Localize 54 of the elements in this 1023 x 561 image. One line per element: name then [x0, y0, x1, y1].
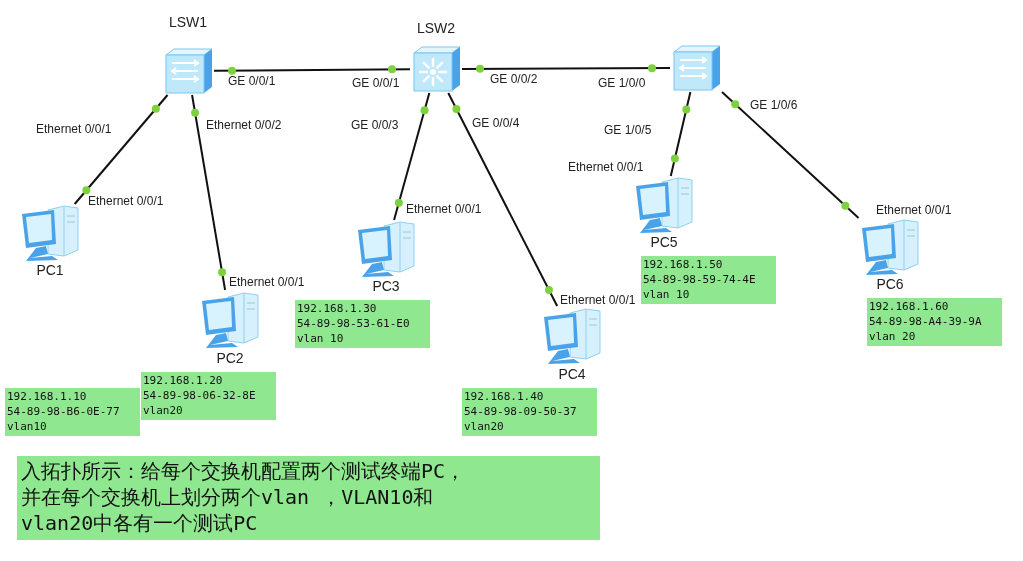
device-label: LSW2: [416, 20, 456, 36]
port-label: GE 0/0/3: [351, 118, 399, 132]
connection-line: [461, 67, 671, 70]
info-box: [5, 388, 140, 436]
port-label: Ethernet 0/0/1: [568, 160, 644, 174]
info-text: vlan 10: [297, 331, 345, 346]
port-label: GE 0/0/2: [490, 72, 538, 86]
info-text: 192.168.1.50: [643, 257, 724, 272]
info-text: 54-89-98-A4-39-9A: [869, 314, 983, 329]
port-label: GE 0/0/1: [228, 74, 276, 88]
connection-line: [73, 94, 169, 205]
device-label: PC6: [876, 276, 904, 292]
info-text: 54-89-98-06-32-8E: [143, 388, 257, 403]
port-label: GE 1/0/5: [604, 123, 652, 137]
info-text: 54-89-98-B6-0E-77: [7, 404, 121, 419]
info-text: 192.168.1.30: [297, 301, 378, 316]
info-box: [141, 372, 276, 420]
device-label: LSW1: [168, 14, 208, 30]
info-text: vlan20: [143, 403, 184, 418]
note-box: 入拓扑所示：给每个交换机配置两个测试终端PC，并在每个交换机上划分两个vlan ，VLAN10和vlan20中各有一个测试PC: [17, 456, 600, 540]
connection-line: [213, 68, 411, 72]
info-text: vlan10: [7, 419, 48, 434]
info-box: [295, 300, 430, 348]
info-text: 192.168.1.20: [143, 373, 224, 388]
info-box: [641, 256, 776, 304]
device-label: PC1: [36, 262, 64, 278]
port-label: Ethernet 0/0/1: [229, 275, 305, 289]
info-text: vlan 20: [869, 329, 917, 344]
info-text: 54-89-98-59-74-4E: [643, 272, 757, 287]
info-box: [462, 388, 597, 436]
device-label: PC2: [216, 350, 244, 366]
port-label: GE 1/0/6: [750, 98, 798, 112]
port-label: Ethernet 0/0/1: [406, 202, 482, 216]
info-text: vlan20: [464, 419, 505, 434]
info-text: 192.168.1.40: [464, 389, 545, 404]
device-label: PC3: [372, 278, 400, 294]
port-label: Ethernet 0/0/1: [36, 122, 112, 136]
info-text: 192.168.1.10: [7, 389, 88, 404]
info-text: vlan 10: [643, 287, 691, 302]
port-label: GE 0/0/1: [352, 76, 400, 90]
connection-line: [447, 92, 559, 307]
port-label: Ethernet 0/0/1: [876, 203, 952, 217]
info-text: 192.168.1.60: [869, 299, 950, 314]
device-label: PC4: [558, 366, 586, 382]
info-text: 54-89-98-09-50-37: [464, 404, 578, 419]
port-label: Ethernet 0/0/2: [206, 118, 282, 132]
info-text: 54-89-98-53-61-E0: [297, 316, 411, 331]
port-label: GE 0/0/4: [472, 116, 520, 130]
device-label: PC5: [650, 234, 678, 250]
port-label: Ethernet 0/0/1: [560, 293, 636, 307]
info-box: [867, 298, 1002, 346]
port-label: GE 1/0/0: [598, 76, 646, 90]
connection-line: [191, 94, 227, 291]
port-label: Ethernet 0/0/1: [88, 194, 164, 208]
